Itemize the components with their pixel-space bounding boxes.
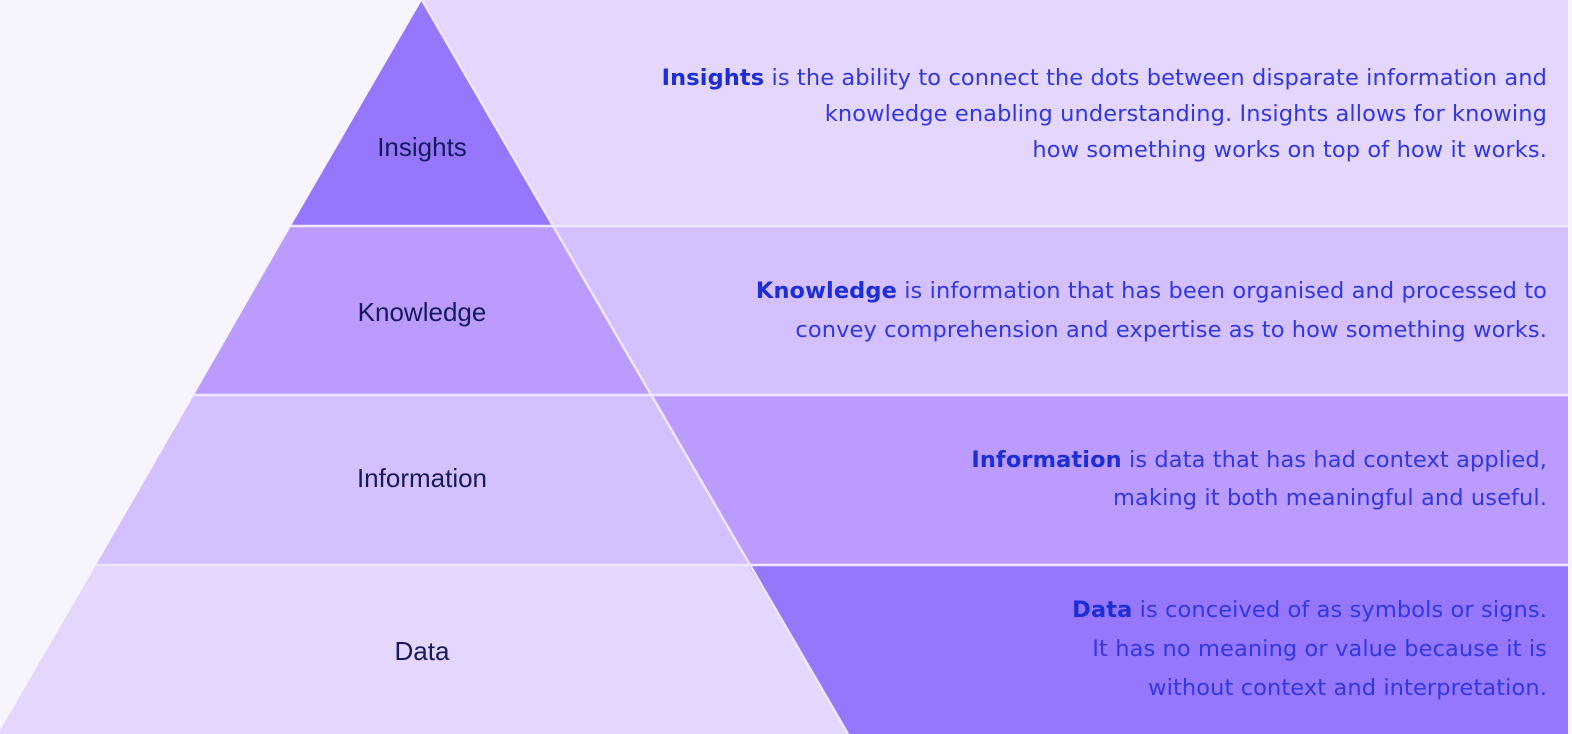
information-description-line: Information is data that has had context… xyxy=(971,445,1547,475)
description-text: is conceived of as symbols or signs. xyxy=(1132,597,1547,623)
information-term: Information xyxy=(971,447,1122,473)
data-description-line: Data is conceived of as symbols or signs… xyxy=(1072,595,1547,625)
insights-description-line: Insights is the ability to connect the d… xyxy=(662,63,1547,93)
pyramid-label-information: Information xyxy=(356,463,488,493)
knowledge-description-line: convey comprehension and expertise as to… xyxy=(795,317,1547,343)
pyramid-level-knowledge xyxy=(194,226,650,395)
pyramid-level-data xyxy=(0,565,848,734)
knowledge-description-line: Knowledge is information that has been o… xyxy=(756,276,1547,306)
information-description-line: making it both meaningful and useful. xyxy=(1113,485,1547,511)
description-text: is data that has had context applied, xyxy=(1121,447,1547,473)
pyramid-level-insights xyxy=(291,0,553,226)
insights-description-line: how something works on top of how it wor… xyxy=(1032,137,1547,163)
data-description-line: without context and interpretation. xyxy=(1148,675,1547,701)
data-description-line: It has no meaning or value because it is xyxy=(1092,636,1547,662)
insights-description-panel xyxy=(422,0,1568,226)
description-text: is the ability to connect the dots betwe… xyxy=(764,65,1547,91)
separator-lines xyxy=(96,0,1568,734)
pyramid-level-information xyxy=(96,395,748,565)
data-term: Data xyxy=(1072,597,1133,623)
knowledge-term: Knowledge xyxy=(755,278,897,304)
pyramid-label-data: Data xyxy=(394,636,450,666)
information-description-panel xyxy=(650,395,1568,565)
pyramid-label-insights: Insights xyxy=(377,132,467,162)
description-text: is information that has been organised a… xyxy=(896,278,1547,304)
knowledge-description-panel xyxy=(553,226,1568,395)
pyramid-label-knowledge: Knowledge xyxy=(357,297,487,327)
insights-description-line: knowledge enabling understanding. Insigh… xyxy=(824,101,1547,127)
data-description-panel xyxy=(748,565,1568,734)
insights-term: Insights xyxy=(661,65,765,91)
